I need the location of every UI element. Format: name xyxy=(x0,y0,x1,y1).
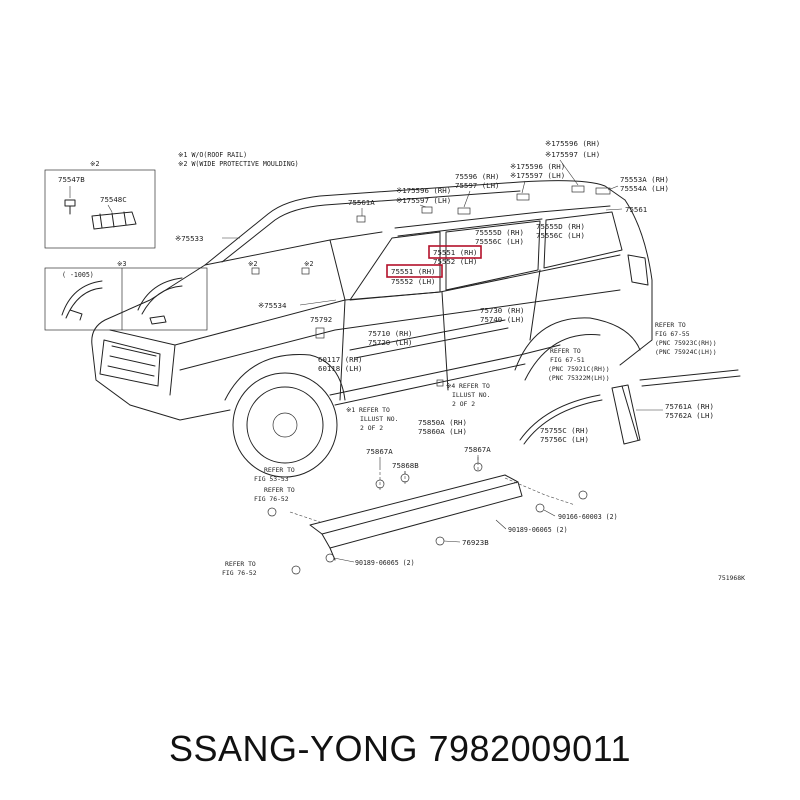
label-75756c: 75756C (LH) xyxy=(540,435,589,444)
label-s175596-b: ※175596 (RH) xyxy=(510,162,565,171)
svg-text:2 OF 2: 2 OF 2 xyxy=(452,400,475,408)
ref-fig-67-51: REFER TO FIG 67-51 (PNC 75921C(RH)) (PNC… xyxy=(548,347,610,382)
label-90189-right: 90189-06065 (2) xyxy=(508,526,568,534)
ref-fig-76a: REFER TO FIG 76-52 xyxy=(254,486,295,503)
svg-text:FIG 76-52: FIG 76-52 xyxy=(254,495,289,503)
label-60118: 60118 (LH) xyxy=(318,364,363,373)
svg-text:REFER TO: REFER TO xyxy=(264,486,295,494)
ref-illust-4: ※4 REFER TO ILLUST NO. 2 OF 2 xyxy=(446,382,490,408)
label-75710: 75710 (RH) xyxy=(368,329,413,338)
label-75730: 75730 (RH) xyxy=(480,306,525,315)
ref-illust-1: ※1 REFER TO ILLUST NO. 2 OF 2 xyxy=(346,406,398,432)
svg-text:※4 REFER TO: ※4 REFER TO xyxy=(446,382,490,390)
moulding-inset: ※3 ( -1005) xyxy=(44,260,208,331)
label-75553a: 75553A (RH) xyxy=(620,175,669,184)
parts-diagram: ※1 W/O(ROOF RAIL) ※2 W(WIDE PROTECTIVE M… xyxy=(44,139,745,582)
svg-text:(PNC 75921C(RH)): (PNC 75921C(RH)) xyxy=(548,365,610,373)
rear-moulding-parts xyxy=(519,369,741,445)
label-75555d: 75555D (RH) xyxy=(536,222,585,231)
label-75561: 75561 xyxy=(625,205,647,214)
label-75867a-left: 75867A xyxy=(366,447,393,456)
label-75850a: 75850A (RH) xyxy=(418,418,467,427)
footnote-1: ※1 W/O(ROOF RAIL) xyxy=(178,151,247,159)
inset-top-mark: ※2 xyxy=(90,160,100,168)
label-75755c: 75755C (RH) xyxy=(540,426,589,435)
label-s175597-c: ※175597 (LH) xyxy=(545,150,600,159)
label-60117: 60117 (RH) xyxy=(318,355,363,364)
label-75868b: 75868B xyxy=(392,461,419,470)
label-75561a: 75561A xyxy=(348,198,375,207)
svg-text:REFER TO: REFER TO xyxy=(264,466,295,474)
ref-fig-76b: REFER TO FIG 76-52 xyxy=(222,560,257,577)
label-75762a: 75762A (LH) xyxy=(665,411,714,420)
svg-text:(PNC 75322M(LH)): (PNC 75322M(LH)) xyxy=(548,374,610,382)
label-75860a: 75860A (LH) xyxy=(418,427,467,436)
label-75596: 75596 (RH) xyxy=(455,172,500,181)
svg-text:※1 REFER TO: ※1 REFER TO xyxy=(346,406,390,414)
svg-text:2 OF 2: 2 OF 2 xyxy=(360,424,383,432)
vehicle-body xyxy=(91,180,653,478)
label-75556c-b: 75556C (LH) xyxy=(475,237,524,246)
svg-text:FIG 76-52: FIG 76-52 xyxy=(222,569,257,577)
label-s175596-c: ※175596 (RH) xyxy=(545,139,600,148)
highlight-75551-lower xyxy=(386,264,443,278)
label-75551-upper: 75551 (RH) xyxy=(433,248,478,257)
svg-text:ILLUST NO.: ILLUST NO. xyxy=(360,415,398,423)
label-s175597-a: ※175597 (LH) xyxy=(396,196,451,205)
label-90189-left: 90189-06065 (2) xyxy=(355,559,415,567)
svg-text:(PNC 75924C(LH)): (PNC 75924C(LH)) xyxy=(655,348,717,356)
ref-fig-67-55: REFER TO FIG 67-55 (PNC 75923C(RH)) (PNC… xyxy=(655,321,717,356)
ref-fig-53: REFER TO FIG 53-53 xyxy=(254,466,295,483)
svg-text:REFER TO: REFER TO xyxy=(225,560,256,568)
label-75867a-right: 75867A xyxy=(464,445,491,454)
label-75555d-b: 75555D (RH) xyxy=(475,228,524,237)
svg-text:FIG 53-53: FIG 53-53 xyxy=(254,475,289,483)
label-75552-lower: 75552 (LH) xyxy=(391,277,436,286)
label-s175596-a: ※175596 (RH) xyxy=(396,186,451,195)
label-75554a: 75554A (LH) xyxy=(620,184,669,193)
body-clips xyxy=(251,185,611,387)
highlight-75551-upper xyxy=(428,245,482,259)
label-76923b: 76923B xyxy=(462,538,489,547)
svg-text:(PNC 75923C(RH)): (PNC 75923C(RH)) xyxy=(655,339,717,347)
part-number-caption: SSANG-YONG 7982009011 xyxy=(168,728,632,769)
svg-text:ILLUST NO.: ILLUST NO. xyxy=(452,391,490,399)
svg-text:FIG 67-51: FIG 67-51 xyxy=(550,356,585,364)
label-75551-lower: 75551 (RH) xyxy=(391,267,436,276)
label-75720: 75720 (LH) xyxy=(368,338,413,347)
label-75548c: 75548C xyxy=(100,195,127,204)
label-75761a: 75761A (RH) xyxy=(665,402,714,411)
label-75547b: 75547B xyxy=(58,175,85,184)
side-step xyxy=(267,455,588,575)
label-75792: 75792 xyxy=(310,315,332,324)
label-75556c: 75556C (LH) xyxy=(536,231,585,240)
figure-code: 751968K xyxy=(718,574,745,582)
label-75597: 75597 (LH) xyxy=(455,181,500,190)
label-75552-upper: 75552 (LH) xyxy=(433,257,478,266)
label-s175597-b: ※175597 (LH) xyxy=(510,171,565,180)
svg-text:REFER TO: REFER TO xyxy=(550,347,581,355)
inset-note: ( -1005) xyxy=(62,271,94,279)
label-75534: ※75534 xyxy=(258,301,287,310)
svg-text:FIG 67-55: FIG 67-55 xyxy=(655,330,690,338)
clip-inset: ※2 75547B 75548C xyxy=(44,160,156,249)
label-90166: 90166-60003 (2) xyxy=(558,513,618,521)
mark-2a: ※2 xyxy=(248,260,258,268)
footnote-2: ※2 W(WIDE PROTECTIVE MOULDING) xyxy=(178,160,299,168)
mark-2b: ※2 xyxy=(304,260,314,268)
inset-caption: ※3 xyxy=(117,260,127,268)
label-75533: ※75533 xyxy=(175,234,203,243)
svg-text:REFER TO: REFER TO xyxy=(655,321,686,329)
label-75740: 75740 (LH) xyxy=(480,315,525,324)
